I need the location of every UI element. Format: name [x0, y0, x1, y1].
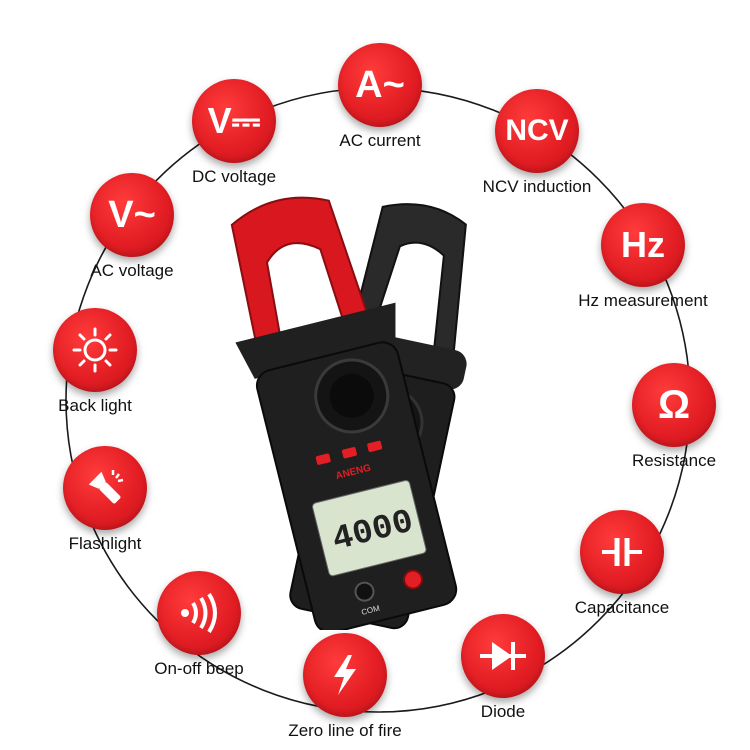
red-clamp-meter: ANENG 4000 COM	[230, 196, 458, 630]
feature-label: Hz measurement	[578, 291, 708, 310]
feature-label: Diode	[480, 702, 526, 721]
capacitor-icon	[580, 510, 664, 594]
feature-label: Capacitance	[574, 598, 670, 617]
dc-voltage-icon: V⎓	[192, 79, 276, 163]
feature-label: Zero line of fire	[288, 721, 402, 740]
feature-label: Back light	[58, 396, 132, 415]
diode-icon	[461, 614, 545, 698]
feature-label: AC current	[339, 131, 421, 150]
feature-label: NCV induction	[482, 177, 592, 196]
ncv-icon: NCV	[495, 89, 579, 173]
sun-icon	[53, 308, 137, 392]
sound-icon	[157, 571, 241, 655]
ac-current-icon: A~	[338, 43, 422, 127]
feature-label: Flashlight	[68, 534, 142, 553]
feature-label: DC voltage	[191, 167, 277, 186]
clamp-meters-illustration: ANENG 4000 COM	[230, 196, 467, 630]
lightning-icon	[303, 633, 387, 717]
feature-label: AC voltage	[90, 261, 174, 280]
com-jack-label: COM	[360, 604, 381, 617]
hz-icon: Hz	[601, 203, 685, 287]
flashlight-icon	[63, 446, 147, 530]
feature-label: On-off beep	[154, 659, 244, 678]
feature-label: Resistance	[631, 451, 717, 470]
ac-voltage-icon: V~	[90, 173, 174, 257]
ohm-icon: Ω	[632, 363, 716, 447]
